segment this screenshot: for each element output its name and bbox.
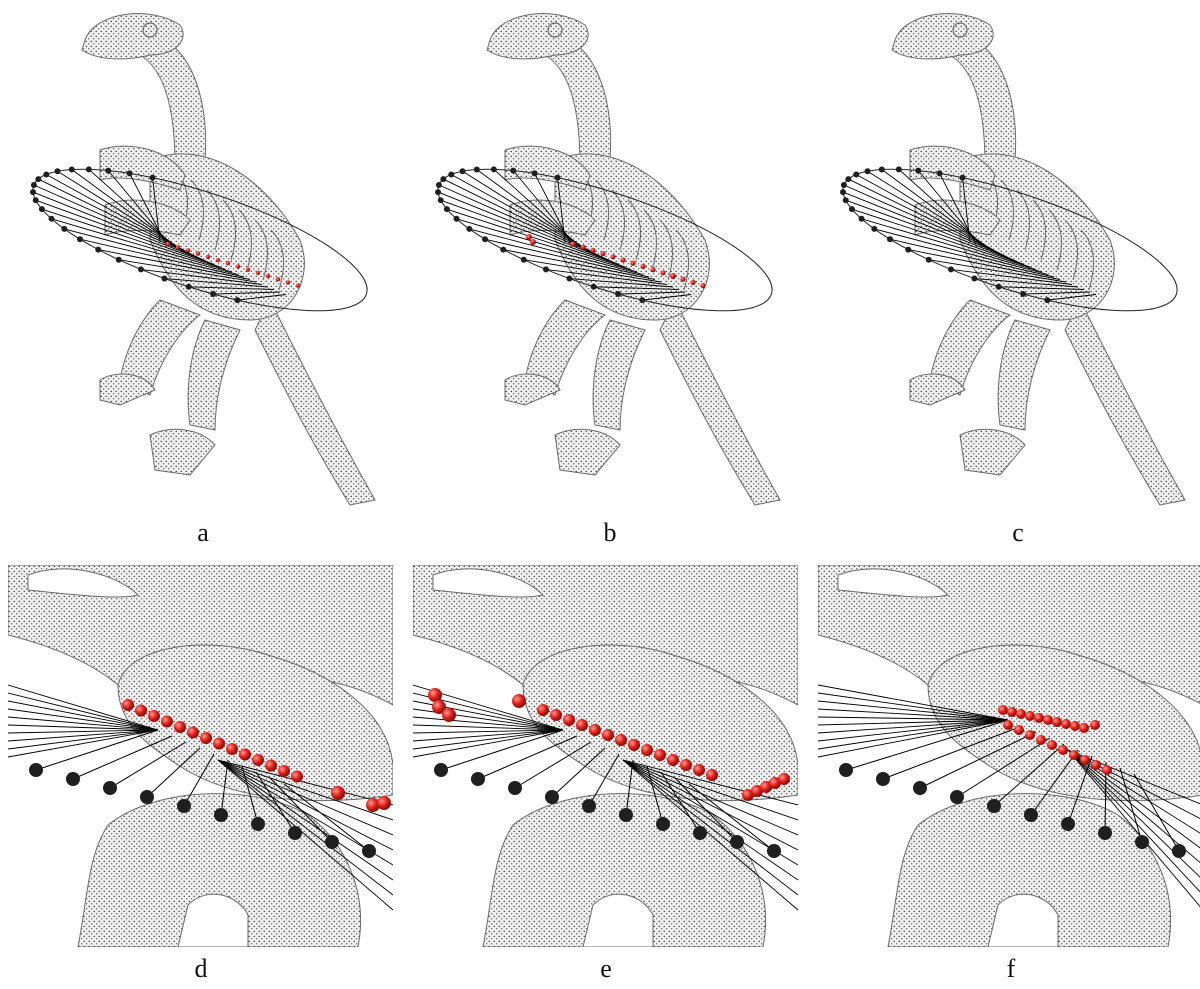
panel-a	[0, 0, 400, 510]
caption-c: c	[988, 518, 1048, 548]
panel-f	[818, 565, 1200, 947]
figure-c	[810, 0, 1200, 510]
figure-e	[413, 565, 798, 947]
caption-d: d	[171, 954, 231, 984]
caption-e: e	[576, 954, 636, 984]
dinosaur-closeup	[818, 565, 1200, 947]
caption-a: a	[173, 518, 233, 548]
panel-d	[8, 565, 393, 947]
panel-e	[413, 565, 798, 947]
panel-b	[405, 0, 805, 510]
caption-b: b	[580, 518, 640, 548]
dinosaur-model	[892, 14, 1185, 505]
dinosaur-closeup	[8, 565, 393, 947]
dinosaur-model	[487, 14, 780, 505]
figure-b	[405, 0, 805, 510]
dinosaur-closeup	[413, 565, 798, 947]
caption-f: f	[981, 954, 1041, 984]
dinosaur-model	[82, 14, 375, 505]
panel-c	[810, 0, 1200, 510]
figure-d	[8, 565, 393, 947]
figure-a	[0, 0, 400, 510]
figure-f	[818, 565, 1200, 947]
